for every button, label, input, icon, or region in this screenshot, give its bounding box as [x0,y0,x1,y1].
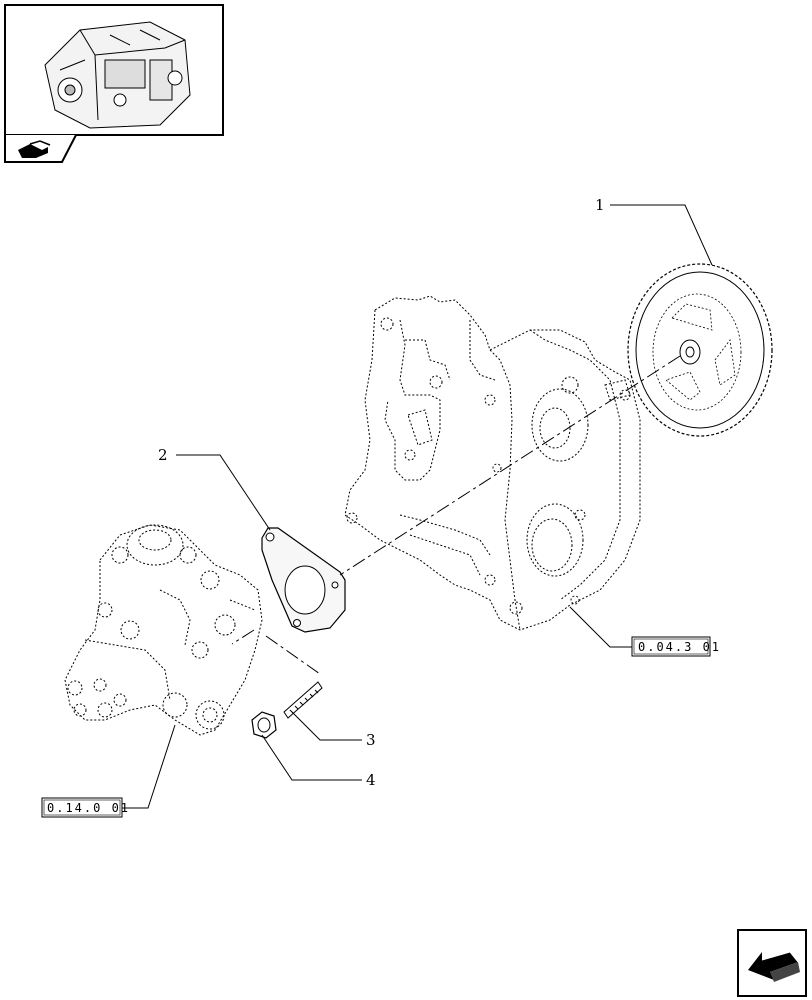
engine-thumbnail[interactable] [4,4,224,163]
leader-lines [122,204,713,809]
callout-2: 2 [158,446,168,464]
engine-thumbnail-icon [44,21,191,129]
callout-1: 1 [595,196,605,214]
gasket-plate[interactable] [261,527,346,633]
callout-4: 4 [366,771,376,789]
ref-timing-cover-label: 0.04.3 01 [638,640,721,654]
injection-pump [64,524,263,736]
callout-3: 3 [366,731,376,749]
page-tab-icon[interactable] [4,134,77,163]
drive-gear[interactable] [627,263,773,437]
stud-bolt[interactable] [283,681,323,719]
hex-nut[interactable] [251,711,277,739]
ref-injection-pump[interactable]: 0.14.0 01 [41,797,130,818]
previous-page-button[interactable] [737,929,807,997]
alignment-lines [231,355,681,675]
ref-timing-cover[interactable]: 0.04.3 01 [631,636,721,657]
ref-injection-pump-label: 0.14.0 01 [47,801,130,815]
previous-page-arrow-icon [748,951,800,982]
gear-housing [344,295,641,631]
